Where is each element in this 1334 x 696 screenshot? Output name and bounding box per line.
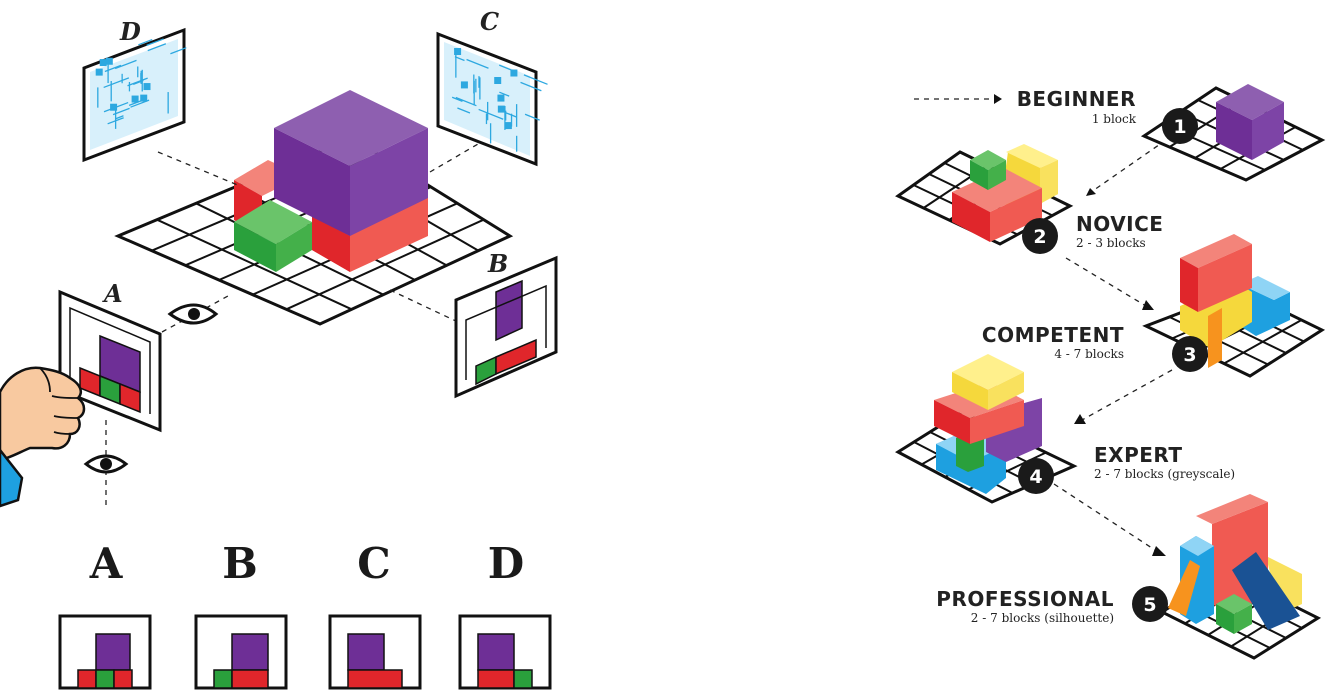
svg-text:1 block: 1 block <box>1092 112 1137 126</box>
panel-d: D <box>82 17 187 163</box>
svg-text:5: 5 <box>1143 594 1156 616</box>
legend-arrow <box>914 94 1002 104</box>
svg-text:COMPETENT: COMPETENT <box>982 323 1124 347</box>
panel-a: A <box>58 279 162 433</box>
svg-text:BEGINNER: BEGINNER <box>1017 87 1136 111</box>
hand-illustration <box>0 366 86 508</box>
svg-text:4 - 7 blocks: 4 - 7 blocks <box>1054 347 1124 361</box>
level-4-label: EXPERT 2 - 7 blocks (greyscale) <box>1094 443 1235 481</box>
svg-text:4: 4 <box>1029 466 1042 488</box>
panel-letter-c: C <box>480 7 499 36</box>
option-d-silhouette[interactable] <box>458 614 552 690</box>
svg-text:NOVICE: NOVICE <box>1076 212 1163 236</box>
panel-letter-a: A <box>102 279 123 308</box>
svg-text:EXPERT: EXPERT <box>1094 443 1183 467</box>
svg-text:1: 1 <box>1173 116 1186 138</box>
level-badge-3: 3 <box>1172 336 1208 372</box>
option-c-silhouette[interactable] <box>328 614 422 690</box>
eye-icon <box>167 303 219 325</box>
level-5-label: PROFESSIONAL 2 - 7 blocks (silhouette) <box>936 587 1114 625</box>
level-badge-4: 4 <box>1018 458 1054 494</box>
svg-text:2: 2 <box>1033 226 1046 248</box>
level-3-blocks <box>1180 234 1290 368</box>
level-1-label: BEGINNER 1 block <box>1017 87 1137 126</box>
svg-text:2 - 3 blocks: 2 - 3 blocks <box>1076 236 1146 250</box>
eye-icon <box>83 454 129 474</box>
svg-text:2 - 7 blocks (greyscale): 2 - 7 blocks (greyscale) <box>1094 467 1235 481</box>
option-letter-d: D <box>488 539 524 588</box>
main-block-green <box>234 200 312 272</box>
level-2-label: NOVICE 2 - 3 blocks <box>1076 212 1163 250</box>
level-1-blocks <box>1216 84 1284 160</box>
level-3-label: COMPETENT 4 - 7 blocks <box>982 323 1124 361</box>
option-a-silhouette[interactable] <box>58 614 152 690</box>
level-5-blocks <box>1168 494 1302 634</box>
svg-text:PROFESSIONAL: PROFESSIONAL <box>936 587 1114 611</box>
panel-letter-b: B <box>487 249 508 278</box>
level-badge-2: 2 <box>1022 218 1058 254</box>
panel-letter-d: D <box>119 17 141 46</box>
level-badge-5: 5 <box>1132 586 1168 622</box>
panel-b: B <box>454 249 558 399</box>
option-b-silhouette[interactable] <box>194 614 288 690</box>
option-letter-a: A <box>89 539 124 588</box>
option-letter-c: C <box>357 539 390 588</box>
svg-text:2 - 7 blocks (silhouette): 2 - 7 blocks (silhouette) <box>971 611 1114 625</box>
svg-text:3: 3 <box>1183 344 1196 366</box>
panel-c: C <box>436 7 548 167</box>
level-2-blocks <box>952 144 1058 242</box>
answer-options: A B C D <box>58 539 552 690</box>
level-4-blocks <box>934 354 1042 494</box>
option-letter-b: B <box>222 539 258 588</box>
main-block-purple <box>274 90 428 236</box>
level-badge-1: 1 <box>1162 108 1198 144</box>
